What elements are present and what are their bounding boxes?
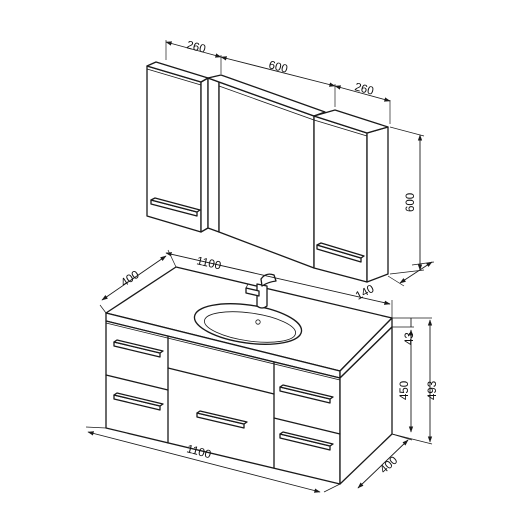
label-countertop-thickness: 43	[404, 332, 416, 345]
mirror-center-panel	[207, 74, 326, 269]
mirror-left-cabinet	[146, 61, 209, 233]
mirror-right-cabinet	[313, 109, 389, 283]
drawer-fronts	[105, 322, 341, 469]
mirror-cabinet	[146, 61, 389, 283]
handle-left-top	[113, 339, 164, 358]
handle-left-bottom	[113, 392, 164, 411]
handle-right-top	[279, 384, 334, 404]
vanity-unit	[105, 266, 393, 485]
basin	[193, 303, 303, 345]
handle-center	[196, 410, 248, 429]
mirror-left-handle	[150, 197, 201, 217]
label-vanity-bottom-depth: 400	[378, 454, 400, 476]
label-mirror-left-width: 260	[185, 39, 207, 56]
label-mirror-center-width: 600	[267, 59, 289, 76]
label-cabinet-height: 450	[399, 381, 411, 400]
dimension-lines	[85, 40, 435, 493]
label-mirror-height: 600	[405, 193, 417, 212]
label-mirror-right-width: 260	[353, 81, 375, 98]
label-total-height: 493	[427, 381, 439, 400]
label-vanity-top-width: 1100	[195, 255, 222, 272]
